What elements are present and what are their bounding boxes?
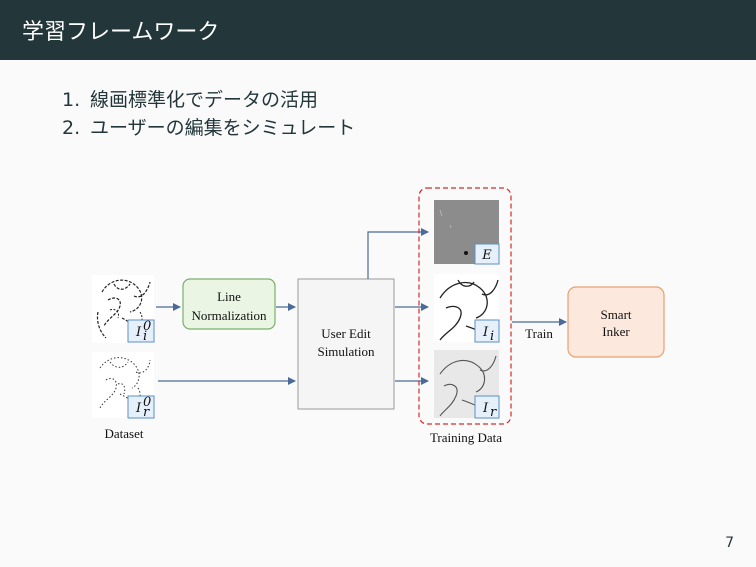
bullet-number: 2. xyxy=(62,117,81,139)
tag-base: E xyxy=(481,248,492,263)
dataset-reference-tag: I r 0 xyxy=(127,395,155,420)
tag-base: I xyxy=(135,325,142,340)
tag-sup: 0 xyxy=(143,319,151,334)
smart-inker-line2: Inker xyxy=(602,324,630,339)
user-edit-line1: User Edit xyxy=(321,326,371,341)
smart-inker-line1: Smart xyxy=(600,307,631,322)
line-normalization-line1: Line xyxy=(217,289,241,304)
page-number: 7 xyxy=(725,535,734,551)
user-edit-simulation-box: User Edit Simulation xyxy=(297,278,395,410)
training-edit-tag: E xyxy=(474,243,500,265)
dataset-input-tag: I i 0 xyxy=(127,319,155,344)
tag-base: I xyxy=(135,401,142,416)
training-data-label: Training Data xyxy=(430,430,502,445)
training-input-tag: I i xyxy=(474,319,500,344)
slide-title: 学習フレームワーク xyxy=(22,20,220,45)
bullet-item-2: 2. ユーザーの編集をシミュレート xyxy=(62,114,355,142)
bullet-item-1: 1. 線画標準化でデータの活用 xyxy=(62,86,355,114)
training-reference-tag: I r xyxy=(474,395,500,420)
line-normalization-box: Line Normalization xyxy=(182,278,276,330)
bullet-text: ユーザーの編集をシミュレート xyxy=(90,117,356,139)
tag-sub: r xyxy=(143,405,150,420)
tag-sub: r xyxy=(490,405,497,420)
smart-inker-box: Smart Inker xyxy=(567,286,665,358)
bullet-list: 1. 線画標準化でデータの活用 2. ユーザーの編集をシミュレート xyxy=(62,86,355,142)
tag-sub: i xyxy=(490,329,494,344)
tag-sub: i xyxy=(143,329,147,344)
line-normalization-line2: Normalization xyxy=(191,308,267,323)
dataset-label: Dataset xyxy=(105,426,144,441)
bullet-text: 線画標準化でデータの活用 xyxy=(90,89,319,111)
bullet-number: 1. xyxy=(62,89,81,111)
tag-sup: 0 xyxy=(143,395,151,410)
user-edit-line2: Simulation xyxy=(317,344,375,359)
tag-base: I xyxy=(482,401,489,416)
train-label: Train xyxy=(525,326,553,341)
arrow-edit-to-mask xyxy=(367,228,429,279)
tag-base: I xyxy=(482,325,489,340)
slide-header: 学習フレームワーク xyxy=(0,0,756,60)
